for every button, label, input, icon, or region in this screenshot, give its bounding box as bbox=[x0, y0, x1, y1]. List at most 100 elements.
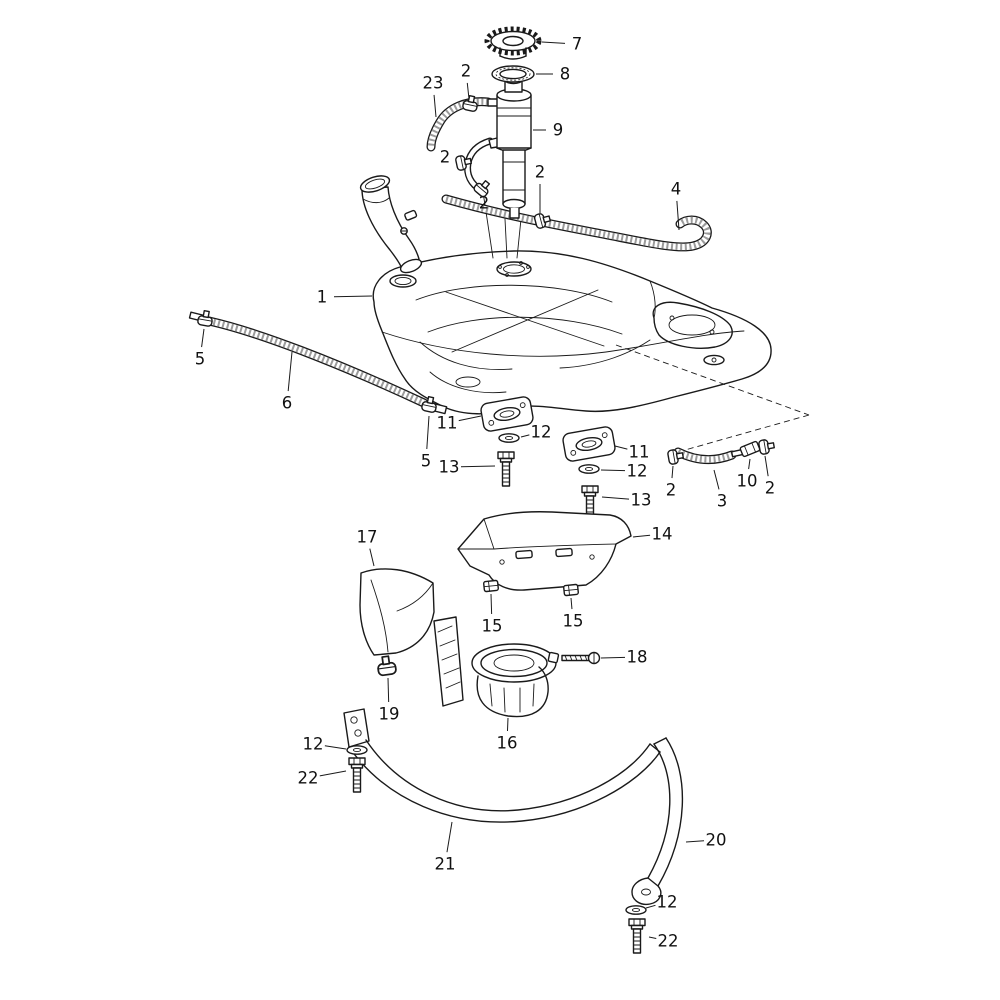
part-callout-11: 11 bbox=[437, 414, 458, 433]
part-callout-7: 7 bbox=[572, 35, 583, 54]
callout-leader-11-16 bbox=[614, 445, 628, 450]
callout-leader-7-0 bbox=[541, 41, 566, 44]
part-callout-12: 12 bbox=[657, 893, 678, 912]
callout-leader-13-15 bbox=[460, 465, 496, 468]
callout-leader-12-14 bbox=[520, 434, 530, 438]
callout-leader-15-24 bbox=[490, 593, 493, 615]
callout-leader-23-3 bbox=[433, 94, 437, 118]
washer-12 bbox=[578, 464, 600, 474]
fuel-hose-4 bbox=[441, 194, 712, 252]
filler-opening bbox=[389, 274, 417, 288]
part-callout-10: 10 bbox=[737, 472, 758, 491]
part-callout-4: 4 bbox=[671, 180, 682, 199]
fuel-pump-unit bbox=[487, 75, 532, 219]
callout-leader-16-29 bbox=[506, 717, 509, 732]
part-callout-12: 12 bbox=[531, 423, 552, 442]
bolt-22 bbox=[348, 757, 366, 793]
callout-leader-13-18 bbox=[601, 496, 630, 500]
callout-leader-18-27 bbox=[600, 656, 626, 659]
mounting-plate-11 bbox=[479, 395, 535, 433]
seal-ring bbox=[491, 65, 535, 83]
bolt-13 bbox=[497, 451, 515, 487]
hose-clamp-2 bbox=[757, 437, 776, 456]
callout-leader-2-22 bbox=[764, 455, 769, 477]
callout-leader-20-33 bbox=[685, 840, 705, 843]
fuel-cap bbox=[484, 26, 542, 60]
part-callout-11: 11 bbox=[629, 443, 650, 462]
washer-12 bbox=[498, 433, 520, 443]
pump-cover-16 bbox=[433, 616, 560, 718]
vent-hose-23 bbox=[426, 97, 493, 152]
callout-leader-3-20 bbox=[713, 469, 720, 490]
part-callout-2: 2 bbox=[461, 62, 472, 81]
callout-leader-2-2 bbox=[466, 82, 470, 100]
callout-leader-1-9 bbox=[333, 295, 373, 298]
part-callout-15: 15 bbox=[482, 617, 503, 636]
callout-leader-2-19 bbox=[671, 465, 674, 479]
part-callout-12: 12 bbox=[627, 462, 648, 481]
part-callout-21: 21 bbox=[435, 855, 456, 874]
callout-leader-11-13 bbox=[458, 415, 482, 422]
part-callout-12: 12 bbox=[303, 735, 324, 754]
alignment-guides bbox=[482, 191, 810, 453]
part-callout-5: 5 bbox=[195, 350, 206, 369]
mounting-plate-11 bbox=[561, 425, 617, 463]
callout-leader-12-34 bbox=[645, 904, 656, 909]
clip-15 bbox=[482, 579, 500, 593]
part-callout-18: 18 bbox=[627, 648, 648, 667]
tank-strap-21 bbox=[343, 708, 661, 823]
part-callout-22: 22 bbox=[658, 932, 679, 951]
hose-clamp-5 bbox=[196, 309, 215, 328]
callout-leader-15-25 bbox=[570, 597, 573, 610]
callout-leader-5-12 bbox=[426, 415, 430, 450]
part-callout-22: 22 bbox=[298, 769, 319, 788]
part-callout-1: 1 bbox=[317, 288, 328, 307]
part-callout-23: 23 bbox=[423, 74, 444, 93]
washer-12 bbox=[625, 905, 647, 915]
heat-shield bbox=[457, 511, 632, 591]
part-callout-13: 13 bbox=[631, 491, 652, 510]
callout-leader-12-17 bbox=[600, 469, 626, 472]
callout-leader-12-30 bbox=[324, 745, 347, 750]
part-callout-5: 5 bbox=[421, 452, 432, 471]
part-callout-8: 8 bbox=[560, 65, 571, 84]
part-callout-2: 2 bbox=[765, 479, 776, 498]
sender-opening bbox=[496, 261, 532, 277]
callout-leader-6-11 bbox=[287, 351, 293, 392]
part-callout-13: 13 bbox=[439, 458, 460, 477]
part-callout-20: 20 bbox=[706, 831, 727, 850]
callout-leader-22-31 bbox=[319, 770, 347, 777]
callout-leader-19-28 bbox=[387, 677, 390, 703]
part-callout-6: 6 bbox=[282, 394, 293, 413]
callout-leader-14-23 bbox=[632, 534, 651, 538]
part-callout-15: 15 bbox=[563, 612, 584, 631]
part-callout-9: 9 bbox=[553, 121, 564, 140]
part-callout-3: 3 bbox=[717, 492, 728, 511]
clip-15 bbox=[562, 583, 580, 597]
callout-leader-22-35 bbox=[648, 936, 657, 940]
fuel-hose-3 bbox=[673, 447, 746, 464]
clamp-19 bbox=[375, 654, 398, 677]
part-callout-16: 16 bbox=[497, 734, 518, 753]
callout-leader-21-32 bbox=[446, 821, 453, 853]
part-callout-19: 19 bbox=[379, 705, 400, 724]
part-callout-2: 2 bbox=[535, 163, 546, 182]
side-cover-17 bbox=[359, 568, 435, 656]
part-callout-17: 17 bbox=[357, 528, 378, 547]
filler-neck bbox=[359, 175, 423, 274]
callout-leader-4-8 bbox=[676, 200, 680, 231]
callout-leader-17-26 bbox=[369, 548, 375, 567]
bolt-22 bbox=[628, 918, 646, 954]
part-callout-2: 2 bbox=[440, 148, 451, 167]
washer-12 bbox=[346, 745, 368, 755]
neck-clip bbox=[404, 209, 418, 221]
hose-clamp-2 bbox=[461, 94, 480, 113]
fuel-tank bbox=[372, 250, 772, 415]
fuel-hose-6 bbox=[188, 311, 448, 415]
part-callout-14: 14 bbox=[652, 525, 673, 544]
screw-18 bbox=[561, 651, 601, 665]
tank-strap-20 bbox=[631, 737, 684, 906]
callout-leader-5-10 bbox=[201, 328, 205, 348]
